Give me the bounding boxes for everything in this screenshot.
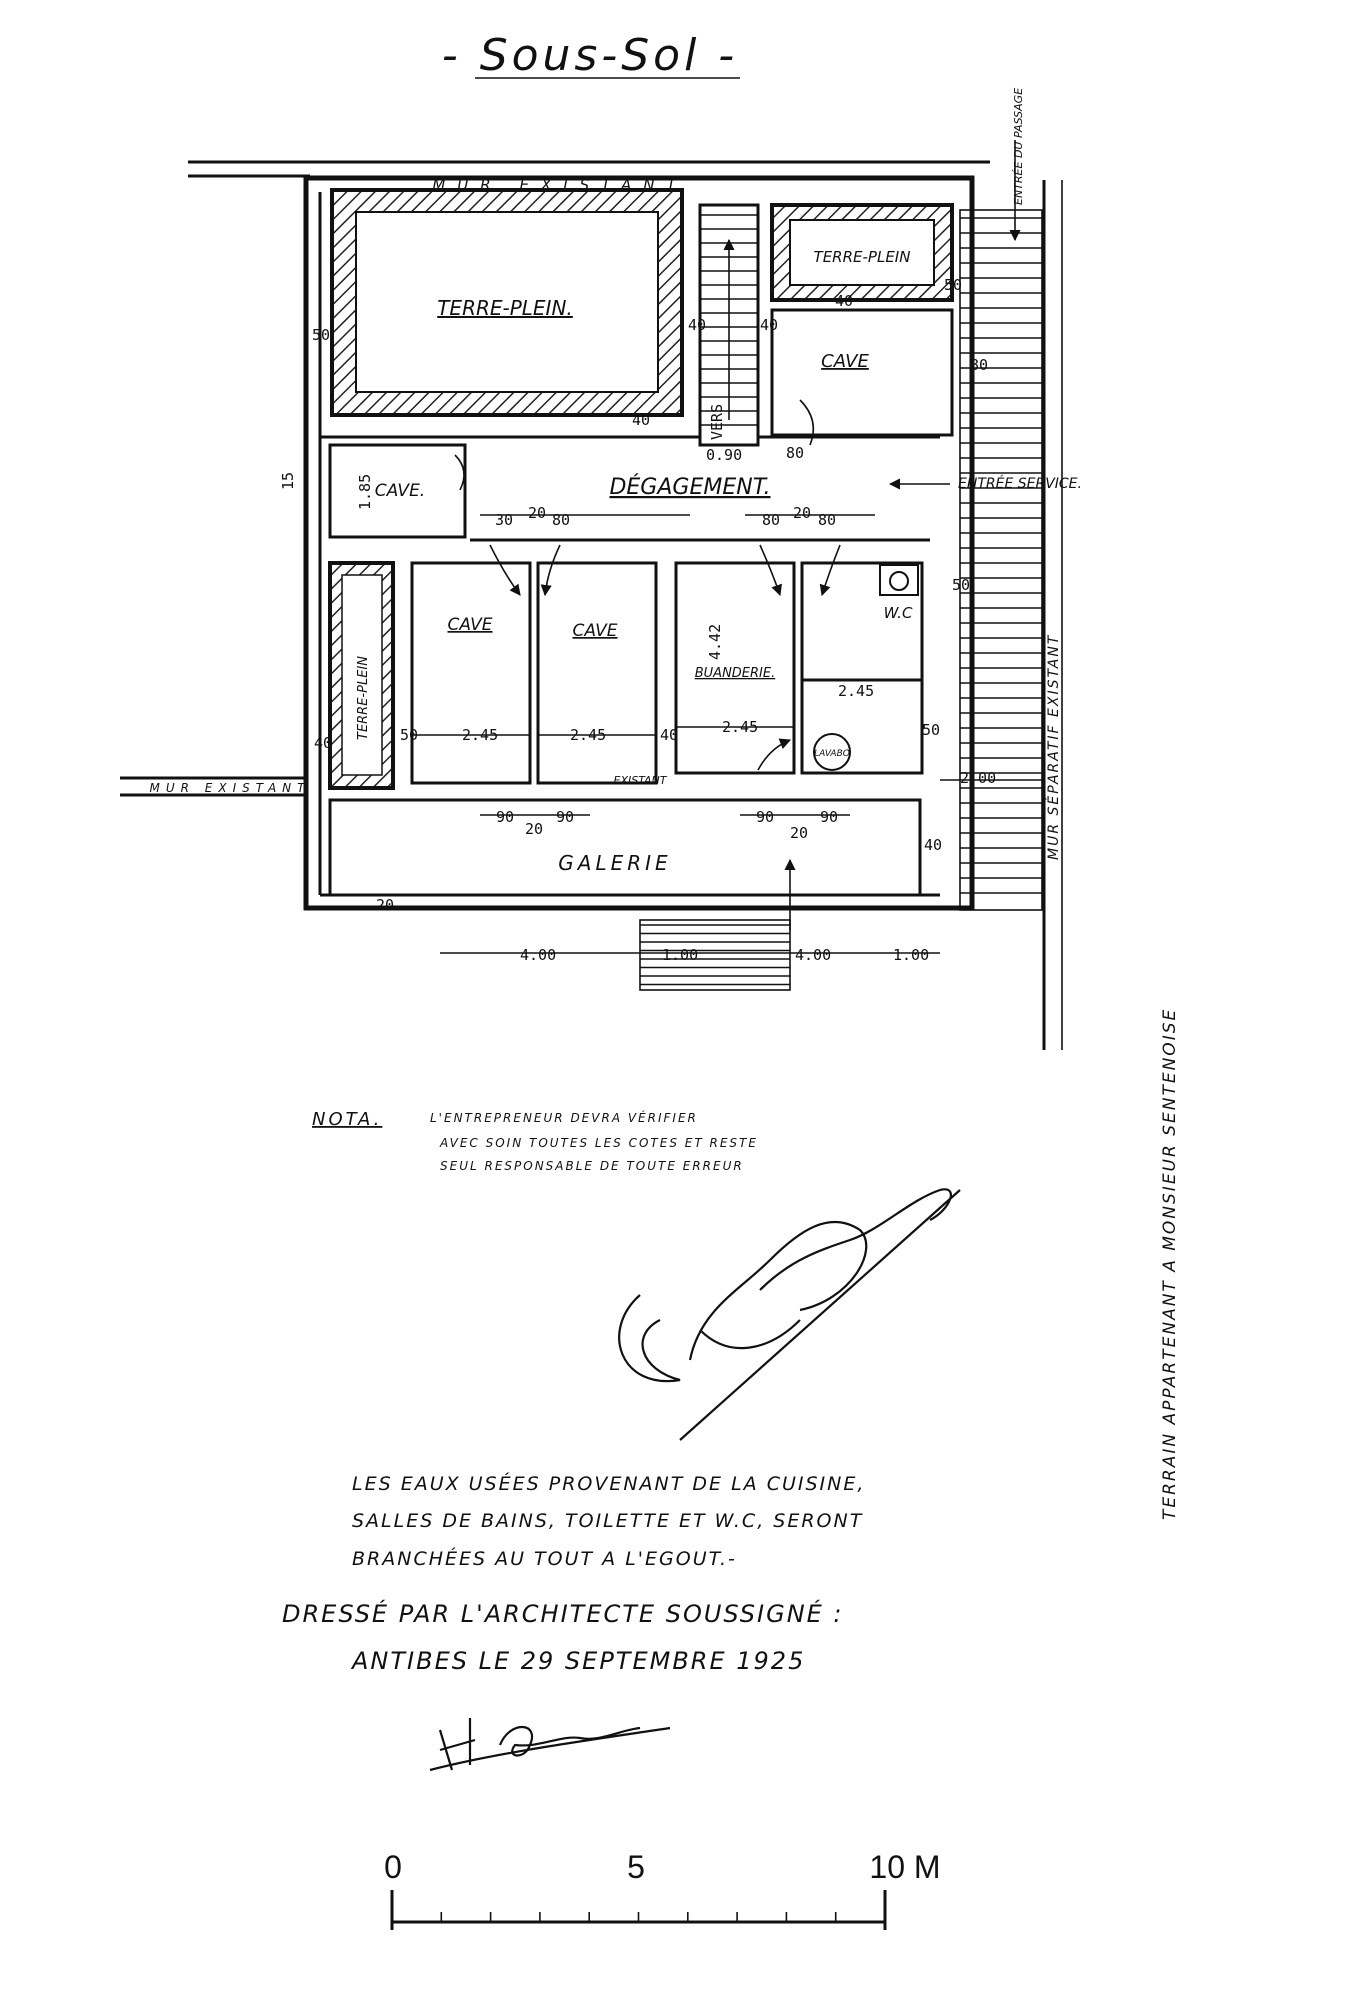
label-terre-plein-main: TERRE-PLEIN. xyxy=(437,296,573,320)
label-cave-1: CAVE xyxy=(447,615,492,635)
svg-text:1.00: 1.00 xyxy=(662,946,698,964)
eaux-line-3: BRANCHÉES AU TOUT A L'EGOUT.- xyxy=(352,1547,737,1570)
svg-text:20: 20 xyxy=(790,824,808,842)
bottom-stair xyxy=(639,919,791,991)
label-vers: VERS xyxy=(708,404,726,440)
eaux-line-2: SALLES DE BAINS, TOILETTE ET W.C, SERONT xyxy=(352,1510,863,1532)
svg-text:1.00: 1.00 xyxy=(893,946,929,964)
label-cave-left: CAVE. xyxy=(375,481,425,501)
label-galerie: GALERIE xyxy=(558,851,671,875)
eaux-line-1: LES EAUX USÉES PROVENANT DE LA CUISINE, xyxy=(352,1472,865,1495)
svg-text:80: 80 xyxy=(818,511,836,529)
central-stair xyxy=(698,203,760,447)
label-terre-plein-side: TERRE-PLEIN xyxy=(356,656,371,740)
svg-text:4.00: 4.00 xyxy=(520,946,556,964)
dimension-lines xyxy=(410,514,1044,954)
label-entree-passage: ENTRÉE DU PASSAGE xyxy=(1012,88,1025,205)
label-buanderie: BUANDERIE. xyxy=(695,666,776,681)
svg-text:80: 80 xyxy=(552,511,570,529)
scale-bar xyxy=(390,1890,887,1930)
svg-text:20: 20 xyxy=(528,504,546,522)
label-terrain: TERRAIN APPARTENANT A MONSIEUR SENTENOIS… xyxy=(1160,1008,1180,1520)
nota-line-2: AVEC SOIN TOUTES LES COTES ET RESTE xyxy=(439,1136,758,1150)
scale-5: 5 xyxy=(627,1849,645,1885)
scale-0: 0 xyxy=(384,1849,402,1885)
label-entree-service: ENTRÉE SERVICE. xyxy=(958,475,1082,492)
label-cave-top: CAVE xyxy=(821,351,869,372)
svg-text:80: 80 xyxy=(970,356,988,374)
wc-fixture xyxy=(879,564,919,596)
terre-plein-main xyxy=(330,188,684,417)
svg-text:40: 40 xyxy=(632,411,650,429)
plan-title: - Sous-Sol - xyxy=(442,30,738,81)
date-line: ANTIBES LE 29 SEPTEMBRE 1925 xyxy=(350,1647,805,1675)
label-existant-mid: EXISTANT xyxy=(614,774,668,787)
owner-signature xyxy=(618,1188,961,1441)
room-galerie xyxy=(328,798,922,897)
svg-text:30: 30 xyxy=(495,511,513,529)
svg-text:20: 20 xyxy=(525,820,543,838)
label-wc: W.C xyxy=(884,604,913,622)
svg-text:90: 90 xyxy=(820,808,838,826)
svg-text:50: 50 xyxy=(400,726,418,744)
label-cave-2: CAVE xyxy=(572,621,617,641)
label-mur-separatif: MUR SÉPARATIF EXISTANT xyxy=(1045,634,1062,860)
svg-text:40: 40 xyxy=(835,292,853,310)
svg-text:1.85: 1.85 xyxy=(356,474,374,510)
label-degagement: DÉGAGEMENT. xyxy=(609,474,770,500)
rooms-middle xyxy=(410,561,924,785)
svg-text:90: 90 xyxy=(756,808,774,826)
corridor-degagement xyxy=(320,435,940,542)
scale-10: 10 M xyxy=(869,1849,940,1885)
svg-text:2.45: 2.45 xyxy=(838,682,874,700)
svg-text:50: 50 xyxy=(952,576,970,594)
svg-text:40: 40 xyxy=(688,316,706,334)
svg-text:15: 15 xyxy=(279,472,297,490)
lavabo-fixture xyxy=(813,733,851,771)
architect-signature xyxy=(429,1718,671,1772)
svg-text:40: 40 xyxy=(760,316,778,334)
svg-text:90: 90 xyxy=(496,808,514,826)
label-terre-plein-small: TERRE-PLEIN xyxy=(814,248,911,266)
svg-text:4.00: 4.00 xyxy=(795,946,831,964)
svg-text:50: 50 xyxy=(312,326,330,344)
svg-text:20: 20 xyxy=(376,896,394,914)
svg-text:50: 50 xyxy=(922,721,940,739)
svg-text:80: 80 xyxy=(786,444,804,462)
label-mur-existant-left: MUR EXISTANT xyxy=(150,781,311,795)
terre-plein-side xyxy=(328,561,395,790)
nota-line-1: L'ENTREPRENEUR DEVRA VÉRIFIER xyxy=(430,1110,698,1125)
room-cave-left xyxy=(328,443,467,539)
side-passage-stair xyxy=(959,140,1043,911)
door-swings xyxy=(489,544,841,771)
label-lavabo: LAVABO xyxy=(814,749,850,759)
svg-text:40: 40 xyxy=(924,836,942,854)
nota-line-3: SEUL RESPONSABLE DE TOUTE ERREUR xyxy=(440,1159,744,1173)
svg-text:40: 40 xyxy=(660,726,678,744)
svg-text:90: 90 xyxy=(556,808,574,826)
nota-label: NOTA. xyxy=(312,1109,382,1130)
existing-wall-left xyxy=(120,776,306,797)
separating-wall xyxy=(1042,180,1063,1050)
svg-text:0.90: 0.90 xyxy=(706,446,742,464)
terre-plein-small xyxy=(770,203,954,302)
existing-wall-top xyxy=(188,160,990,178)
dresse-par: DRESSÉ PAR L'ARCHITECTE SOUSSIGNÉ : xyxy=(282,1599,844,1628)
room-cave-top xyxy=(770,308,954,437)
svg-text:4.42: 4.42 xyxy=(706,624,724,660)
svg-text:20: 20 xyxy=(793,504,811,522)
svg-text:80: 80 xyxy=(762,511,780,529)
svg-text:2.00: 2.00 xyxy=(960,769,996,787)
svg-text:40: 40 xyxy=(314,734,332,752)
svg-text:50: 50 xyxy=(944,276,962,294)
